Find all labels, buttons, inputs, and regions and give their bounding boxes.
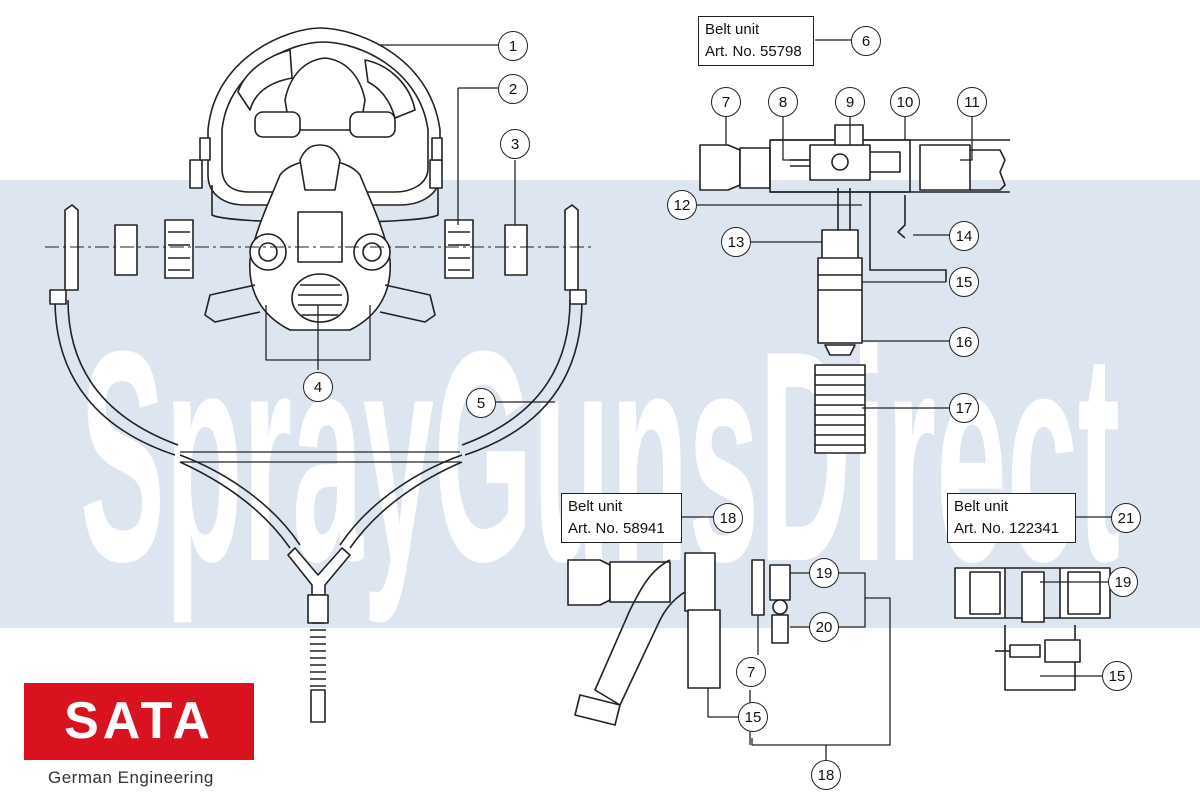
callout-5: 5 — [466, 388, 496, 418]
half-mask-drawing — [204, 144, 436, 331]
callout-15: 15 — [738, 702, 768, 732]
callout-1: 1 — [498, 31, 528, 61]
callout-13: 13 — [721, 227, 751, 257]
sata-logo: SATA — [24, 683, 254, 760]
belt-unit-label-122341: Belt unit Art. No. 122341 — [947, 493, 1076, 543]
belt-unit-art-no: Art. No. 58941 — [568, 520, 665, 537]
callout-21: 21 — [1111, 503, 1141, 533]
belt-unit-58941-drawing — [567, 552, 791, 726]
belt-unit-122341-drawing — [954, 567, 1111, 691]
callout-19: 19 — [809, 558, 839, 588]
callout-19: 19 — [1108, 567, 1138, 597]
belt-unit-title: Belt unit — [705, 21, 760, 38]
callout-4: 4 — [303, 372, 333, 402]
callout-9: 9 — [835, 87, 865, 117]
callout-10: 10 — [890, 87, 920, 117]
belt-unit-label-58941: Belt unit Art. No. 58941 — [561, 493, 682, 543]
callout-18: 18 — [811, 760, 841, 790]
watermark-band — [0, 180, 1200, 628]
belt-unit-title: Belt unit — [568, 498, 623, 515]
callout-3: 3 — [500, 129, 530, 159]
belt-unit-55798-drawing — [699, 124, 1010, 454]
callout-15: 15 — [949, 267, 979, 297]
callout-7: 7 — [736, 657, 766, 687]
belt-unit-title: Belt unit — [954, 498, 1009, 515]
belt-unit-art-no: Art. No. 55798 — [705, 43, 802, 60]
logo-tagline: German Engineering — [48, 768, 214, 787]
callout-17: 17 — [949, 393, 979, 423]
callout-14: 14 — [949, 221, 979, 251]
breathing-hose-drawing — [49, 289, 587, 723]
callout-6: 6 — [851, 26, 881, 56]
callout-11: 11 — [957, 87, 987, 117]
callout-8: 8 — [768, 87, 798, 117]
filter-cartridges-drawing — [45, 204, 595, 291]
callout-15: 15 — [1102, 661, 1132, 691]
callout-16: 16 — [949, 327, 979, 357]
callout-2: 2 — [498, 74, 528, 104]
callout-12: 12 — [667, 190, 697, 220]
line-art — [45, 27, 1115, 760]
belt-unit-art-no: Art. No. 122341 — [954, 520, 1060, 537]
sata-logo-text: SATA — [64, 692, 214, 750]
callout-18: 18 — [713, 503, 743, 533]
callout-7: 7 — [711, 87, 741, 117]
belt-unit-label-55798: Belt unit Art. No. 55798 — [698, 16, 814, 66]
callout-20: 20 — [809, 612, 839, 642]
